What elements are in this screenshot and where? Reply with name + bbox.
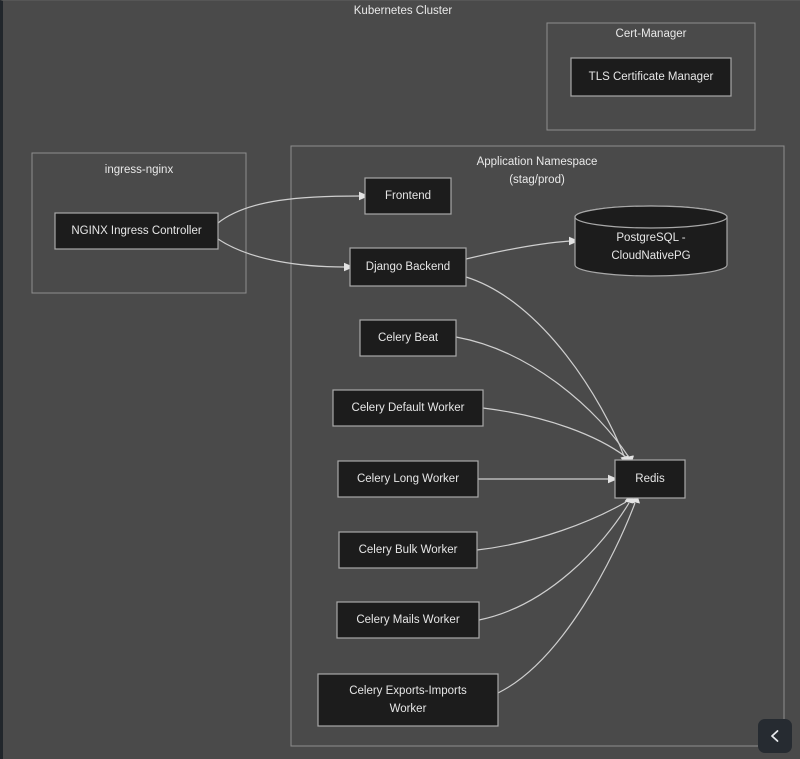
node-frontend[interactable]: Frontend — [364, 177, 452, 215]
node-box-celery-default-worker[interactable] — [332, 389, 484, 427]
edge-nginx-django-arrowhead — [344, 262, 354, 272]
node-box-celery-bulk-worker[interactable] — [338, 531, 478, 569]
edge-mails-redis-line — [478, 502, 630, 621]
edge-django-postgres-line — [465, 240, 571, 260]
chevron-left-icon — [771, 730, 779, 742]
cluster-application-namespace: Application Namespace (stag/prod) — [290, 145, 785, 747]
edge-nginx-frontend-arrowhead — [359, 191, 369, 201]
node-box-celery-exports-imports-worker[interactable] — [317, 673, 499, 727]
node-nginx-ingress-controller[interactable]: NGINX Ingress Controller — [54, 212, 219, 250]
edge-long-redis — [478, 474, 618, 484]
edge-django-redis — [465, 276, 629, 465]
edge-default-redis — [482, 407, 633, 465]
cluster-sublabel-application-namespace: (stag/prod) — [509, 174, 565, 186]
edge-django-postgres — [465, 236, 579, 260]
node-box-frontend[interactable] — [364, 177, 452, 215]
node-django-backend[interactable]: Django Backend — [349, 247, 467, 287]
node-label-nginx-ingress-controller: NGINX Ingress Controller — [71, 225, 202, 237]
edge-exports-redis-arrowhead — [631, 494, 640, 504]
node-postgresql-cloudnativepg[interactable]: PostgreSQL - CloudNativePG — [574, 205, 728, 277]
node-box-celery-beat[interactable] — [359, 319, 457, 357]
edge-nginx-frontend-line — [217, 195, 361, 224]
node-sublabel-celery-exports-imports-worker: Worker — [390, 703, 427, 715]
node-label-celery-beat: Celery Beat — [378, 332, 439, 344]
node-label-celery-mails-worker: Celery Mails Worker — [356, 614, 459, 626]
node-box-celery-long-worker[interactable] — [337, 460, 479, 498]
node-label-celery-long-worker: Celery Long Worker — [357, 473, 459, 485]
edge-long-redis-arrowhead — [608, 474, 618, 484]
node-sublabel-postgresql-cloudnativepg: CloudNativePG — [611, 250, 690, 262]
edge-exports-redis — [497, 494, 640, 694]
collapse-panel-button[interactable] — [758, 719, 792, 753]
edge-default-redis-line — [482, 407, 627, 458]
database-cylinder-top — [574, 205, 728, 229]
cluster-box-cert-manager — [546, 22, 756, 131]
diagram-title: Kubernetes Cluster — [354, 5, 453, 17]
node-celery-long-worker[interactable]: Celery Long Worker — [337, 460, 479, 498]
node-celery-bulk-worker[interactable]: Celery Bulk Worker — [338, 531, 478, 569]
edge-bulk-redis — [476, 494, 633, 551]
cluster-label-ingress-nginx: ingress-nginx — [105, 164, 174, 176]
cluster-cert-manager: Cert-Manager — [546, 22, 756, 131]
cluster-box-application-namespace — [290, 145, 785, 747]
edge-django-postgres-arrowhead — [569, 236, 579, 246]
cluster-box-ingress-nginx — [31, 152, 247, 294]
node-celery-default-worker[interactable]: Celery Default Worker — [332, 389, 484, 427]
node-redis[interactable]: Redis — [614, 459, 686, 499]
node-label-celery-exports-imports-worker: Celery Exports-Imports — [349, 685, 467, 697]
node-box-celery-mails-worker[interactable] — [336, 601, 480, 639]
node-tls-certificate-manager[interactable]: TLS Certificate Manager — [570, 57, 732, 97]
cluster-label-cert-manager: Cert-Manager — [616, 28, 687, 40]
node-label-celery-default-worker: Celery Default Worker — [352, 402, 465, 414]
edge-exports-redis-line — [497, 502, 636, 694]
edge-nginx-django — [217, 238, 354, 272]
edge-nginx-frontend — [217, 191, 369, 224]
node-box-django-backend[interactable] — [349, 247, 467, 287]
cluster-boxes-layer: Cert-Manager ingress-nginx Application Nam… — [31, 22, 785, 747]
edge-bulk-redis-line — [476, 501, 627, 551]
node-label-django-backend: Django Backend — [366, 261, 450, 273]
node-label-postgresql-cloudnativepg: PostgreSQL - — [616, 232, 685, 244]
node-celery-beat[interactable]: Celery Beat — [359, 319, 457, 357]
edge-nginx-django-line — [217, 238, 346, 268]
edges-layer — [217, 191, 640, 694]
cluster-label-application-namespace: Application Namespace — [477, 156, 598, 168]
node-box-nginx-ingress-controller[interactable] — [54, 212, 219, 250]
edge-django-redis-line — [465, 276, 625, 457]
cluster-ingress-nginx: ingress-nginx — [31, 152, 247, 294]
kubernetes-architecture-diagram: Cert-Manager ingress-nginx Application Nam… — [31, 5, 785, 747]
node-celery-mails-worker[interactable]: Celery Mails Worker — [336, 601, 480, 639]
edge-beat-redis-line — [455, 336, 629, 457]
node-label-celery-bulk-worker: Celery Bulk Worker — [359, 544, 458, 556]
node-label-frontend: Frontend — [385, 190, 431, 202]
node-label-redis: Redis — [635, 473, 665, 485]
node-label-tls-certificate-manager: TLS Certificate Manager — [589, 71, 714, 83]
node-box-tls-certificate-manager[interactable] — [570, 57, 732, 97]
node-box-redis[interactable] — [614, 459, 686, 499]
